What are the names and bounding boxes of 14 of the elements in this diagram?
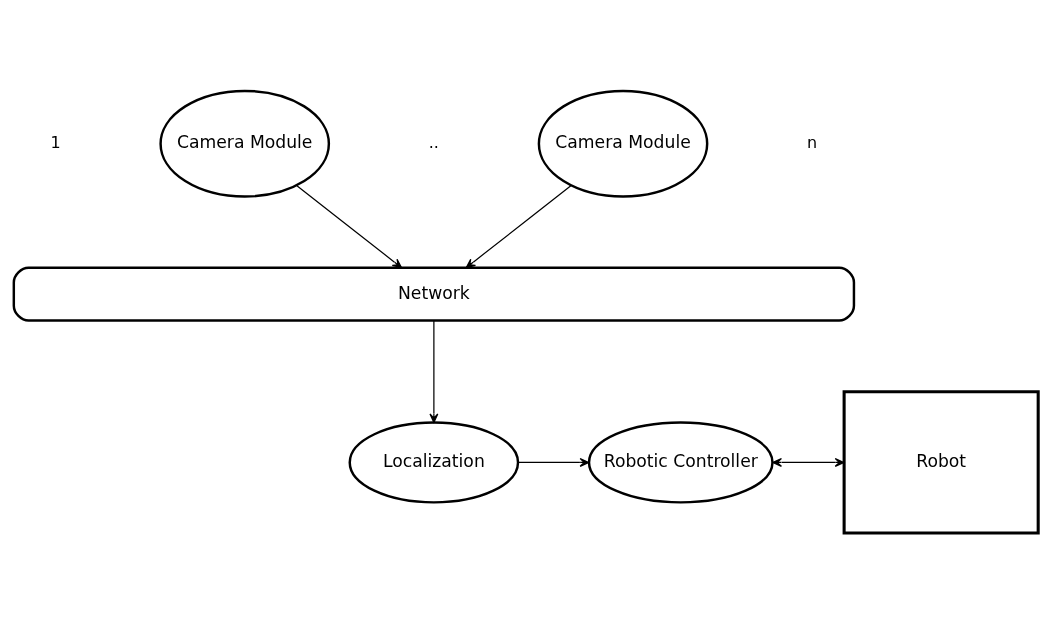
label: ..: [428, 132, 439, 152]
label: n: [807, 132, 818, 152]
node-ellipse: Localization: [348, 421, 520, 504]
arrow: [772, 457, 845, 467]
label: 1: [50, 132, 61, 152]
node-box: Network: [12, 266, 856, 322]
arrow: [429, 320, 439, 424]
node-ellipse: Robotic Controller: [587, 421, 774, 504]
node-ellipse: Camera Module: [537, 89, 709, 198]
arrow: [465, 185, 572, 269]
arrow: [517, 457, 590, 467]
node-box: Robot: [842, 390, 1040, 535]
arrow: [296, 185, 403, 269]
node-ellipse: Camera Module: [159, 89, 331, 198]
